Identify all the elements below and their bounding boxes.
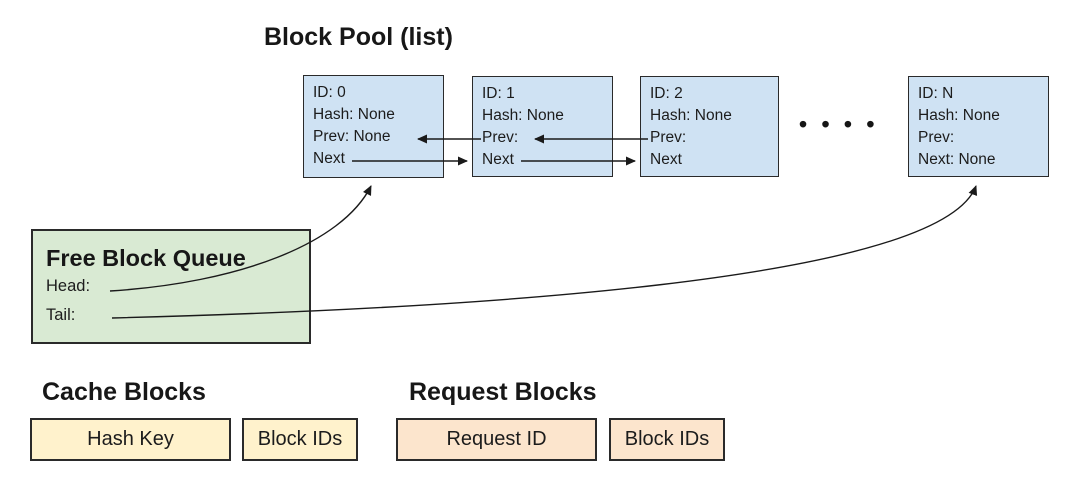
block-id-label: ID: 1 xyxy=(482,85,515,102)
block-next-label: Next xyxy=(313,150,345,167)
block-hash-label: Hash: None xyxy=(482,107,564,124)
ellipsis-dots: • • • • xyxy=(799,111,879,137)
block-prev-label: Prev: xyxy=(650,129,687,146)
request-block-ids-box: Block IDs xyxy=(609,418,725,461)
block-next-label: Next xyxy=(650,151,682,168)
request-id-box: Request ID xyxy=(396,418,597,461)
block-prev-label: Prev: xyxy=(482,129,519,146)
cache-hash-key-box: Hash Key xyxy=(30,418,231,461)
block-id-label: ID: 2 xyxy=(650,85,683,102)
queue-tail-label: Tail: xyxy=(46,306,76,324)
cache-blocks-title: Cache Blocks xyxy=(42,378,206,406)
block-hash-label: Hash: None xyxy=(918,107,1000,124)
block-hash-label: Hash: None xyxy=(313,106,395,123)
queue-head-label: Head: xyxy=(46,277,91,295)
block-node-n: ID: N Hash: None Prev: Next: None xyxy=(908,76,1049,177)
request-blocks-title: Request Blocks xyxy=(409,378,597,406)
block-node-0: ID: 0 Hash: None Prev: None Next xyxy=(303,75,444,178)
block-next-label: Next xyxy=(482,151,514,168)
block-node-2: ID: 2 Hash: None Prev: Next xyxy=(640,76,779,177)
request-block-ids-label: Block IDs xyxy=(624,428,710,450)
cache-block-ids-label: Block IDs xyxy=(257,428,343,450)
block-node-1: ID: 1 Hash: None Prev: Next xyxy=(472,76,613,177)
block-id-label: ID: 0 xyxy=(313,84,346,101)
block-prev-label: Prev: None xyxy=(313,128,391,145)
block-next-label: Next: None xyxy=(918,151,996,168)
request-id-label: Request ID xyxy=(446,428,547,450)
free-block-queue-title: Free Block Queue xyxy=(46,245,246,271)
block-prev-label: Prev: xyxy=(918,129,955,146)
block-pool-title: Block Pool (list) xyxy=(264,23,453,51)
cache-block-ids-box: Block IDs xyxy=(242,418,358,461)
block-id-label: ID: N xyxy=(918,85,954,102)
cache-hash-key-label: Hash Key xyxy=(87,428,174,450)
block-hash-label: Hash: None xyxy=(650,107,732,124)
free-block-queue-box: Free Block Queue Head: Tail: xyxy=(31,229,311,344)
